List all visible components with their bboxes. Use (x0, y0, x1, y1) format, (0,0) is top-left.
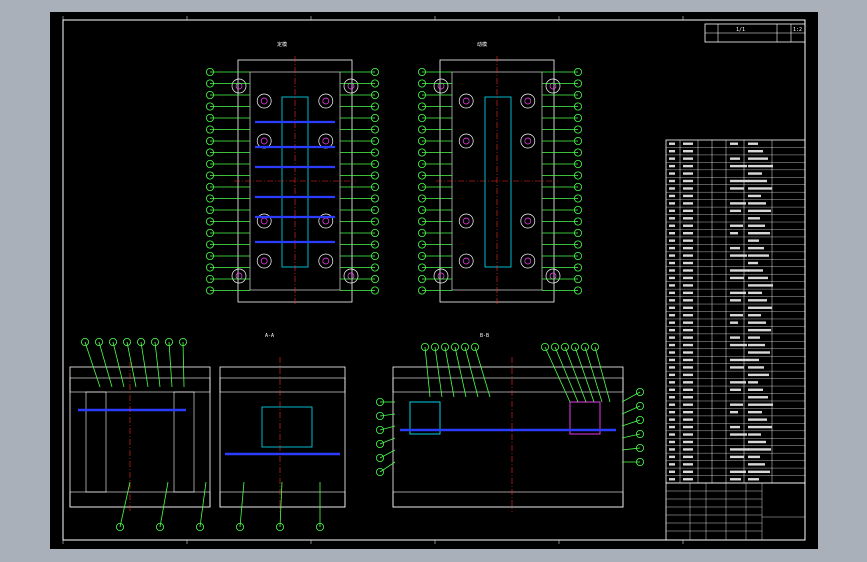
bill-of-materials-table (665, 139, 806, 484)
section-label-a: A-A (265, 333, 274, 339)
scale-label: 1:2 (793, 27, 802, 33)
fixed-half-title: 定模 (277, 41, 287, 48)
section-view-middle: A-A (219, 333, 346, 512)
part-number-balloons (80, 68, 645, 531)
section-view-right: B-B (392, 333, 624, 512)
title-block (665, 482, 806, 541)
border-tick-marks (62, 16, 684, 544)
cad-viewport[interactable]: 1/1 1:2 定模 动模 A-A (50, 12, 818, 549)
mold-assembly-drawing: 1/1 1:2 定模 动模 A-A (62, 16, 806, 544)
drawing-border (62, 19, 806, 541)
section-label-b: B-B (480, 333, 489, 339)
moving-half-title: 动模 (477, 41, 487, 48)
top-right-title-box: 1/1 1:2 (704, 23, 806, 43)
fixed-half-plan-view: 定模 (231, 41, 359, 306)
section-view-left (69, 362, 211, 512)
sheet-label: 1/1 (736, 27, 745, 33)
moving-half-plan-view: 动模 (433, 41, 561, 306)
